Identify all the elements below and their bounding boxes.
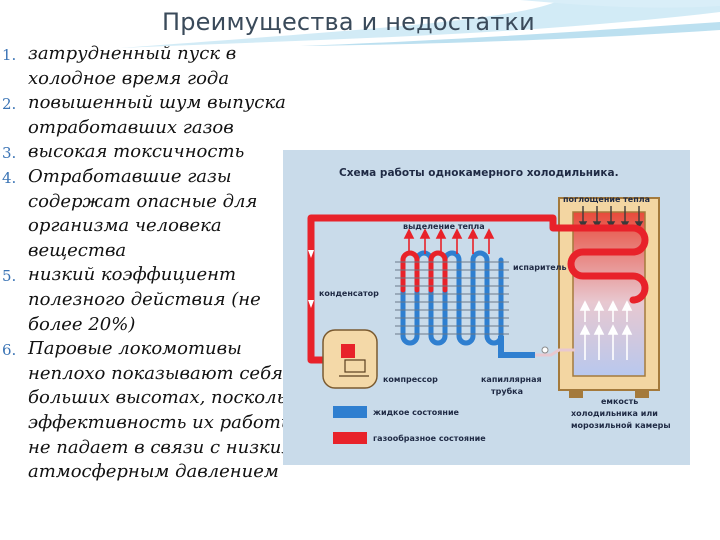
- label-condenser: конденсатор: [319, 289, 379, 298]
- label-evaporator: испаритель: [513, 263, 567, 272]
- diagram-legend: жидкое состояние газообразное состояние: [333, 406, 486, 444]
- list-item-text: низкий коэффициент полезного действия (н…: [28, 264, 261, 335]
- condenser-coil: [400, 250, 504, 346]
- list-number: 1.: [2, 46, 17, 64]
- list-number: 5.: [2, 267, 17, 286]
- header-swoosh-decoration: [120, 0, 720, 48]
- cabinet-foot: [569, 390, 583, 398]
- legend-swatch-gas: [333, 432, 367, 444]
- list-item-text: затрудненный пуск в холодное время года: [28, 43, 237, 89]
- list-number: 2.: [2, 95, 17, 114]
- label-fridge-or-freezer: холодильника или: [571, 409, 658, 418]
- list-number: 6.: [2, 341, 17, 360]
- refrigerator-chamber: [572, 211, 646, 377]
- flow-arrows: [308, 250, 314, 308]
- label-capillary-tube: трубка: [491, 386, 523, 396]
- list-item: 1. затрудненный пуск в холодное время го…: [0, 42, 330, 91]
- gas-pipe-loop: [307, 214, 579, 364]
- pros-cons-list: 1. затрудненный пуск в холодное время го…: [0, 42, 330, 485]
- label-freezer-chamber: морозильной камеры: [571, 421, 671, 430]
- list-item: 3. высокая токсичность: [0, 140, 330, 165]
- diagram-title: Схема работы однокамерного холодильника.: [339, 167, 619, 179]
- list-number: 3.: [2, 144, 17, 163]
- list-item: 2. повышенный шум выпуска отработавших г…: [0, 91, 330, 140]
- list-item: 4. Отработавшие газы содержат опасные дл…: [0, 165, 330, 263]
- list-item: 5. низкий коэффициент полезного действия…: [0, 263, 330, 337]
- list-item-text: высокая токсичность: [28, 141, 245, 163]
- label-capillary: капиллярная: [481, 375, 542, 384]
- liquid-pipe: [498, 336, 535, 358]
- list-item-text: Отработавшие газы содержат опасные для о…: [28, 165, 258, 261]
- list-number: 4.: [2, 168, 17, 187]
- list-item: 6. Паровые локомотивы неплохо показывают…: [0, 337, 330, 485]
- label-compressor: компрессор: [383, 375, 438, 384]
- refrigerator-diagram: Схема работы однокамерного холодильника.: [283, 150, 690, 465]
- label-heat-release: выделение тепла: [403, 222, 485, 231]
- list-item-text: повышенный шум выпуска отработавших газо…: [28, 92, 286, 138]
- condenser-fins: [395, 261, 509, 335]
- slide-title: Преимущества и недостатки: [162, 8, 535, 36]
- legend-label-liquid: жидкое состояние: [373, 408, 460, 417]
- cold-air-arrows: [579, 300, 633, 360]
- legend-swatch-liquid: [333, 406, 367, 418]
- label-heat-absorption: поглощение тепла: [563, 195, 650, 204]
- label-vessel: емкость: [601, 397, 638, 406]
- evaporator-coil: [567, 224, 649, 304]
- capillary-tube: [535, 348, 575, 357]
- compressor: [322, 329, 378, 389]
- list-item-text: Паровые локомотивы неплохо показывают се…: [28, 338, 312, 483]
- legend-label-gas: газообразное состояние: [373, 433, 486, 443]
- heat-release-arrows: [403, 228, 495, 254]
- capillary-joint: [541, 346, 549, 354]
- cabinet-foot: [635, 390, 649, 398]
